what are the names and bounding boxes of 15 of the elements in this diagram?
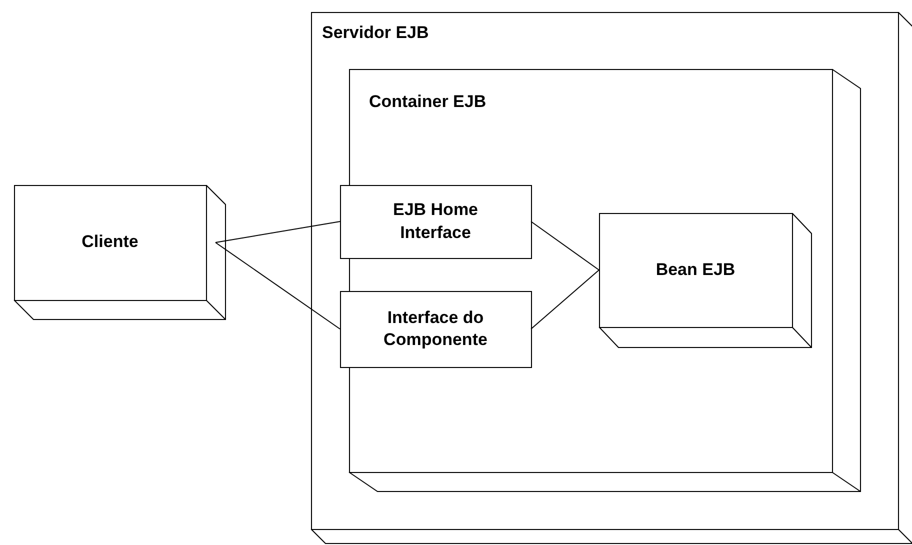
interface-box xyxy=(340,291,532,368)
node-label: Interface do Componente xyxy=(382,306,488,351)
connector-line xyxy=(215,242,340,330)
node-label: Cliente xyxy=(80,231,140,254)
bean-box xyxy=(599,213,812,348)
node-label: Container EJB xyxy=(369,91,486,113)
node-label: Bean EJB xyxy=(654,258,736,281)
node-label: EJB Home Interface xyxy=(392,199,480,244)
connector-line xyxy=(530,221,600,270)
server-box xyxy=(311,12,912,544)
node-box xyxy=(14,185,226,320)
node-label: Servidor EJB xyxy=(322,22,429,44)
interface-box xyxy=(340,185,532,259)
connector-line xyxy=(215,221,340,243)
connector-line xyxy=(530,270,600,330)
